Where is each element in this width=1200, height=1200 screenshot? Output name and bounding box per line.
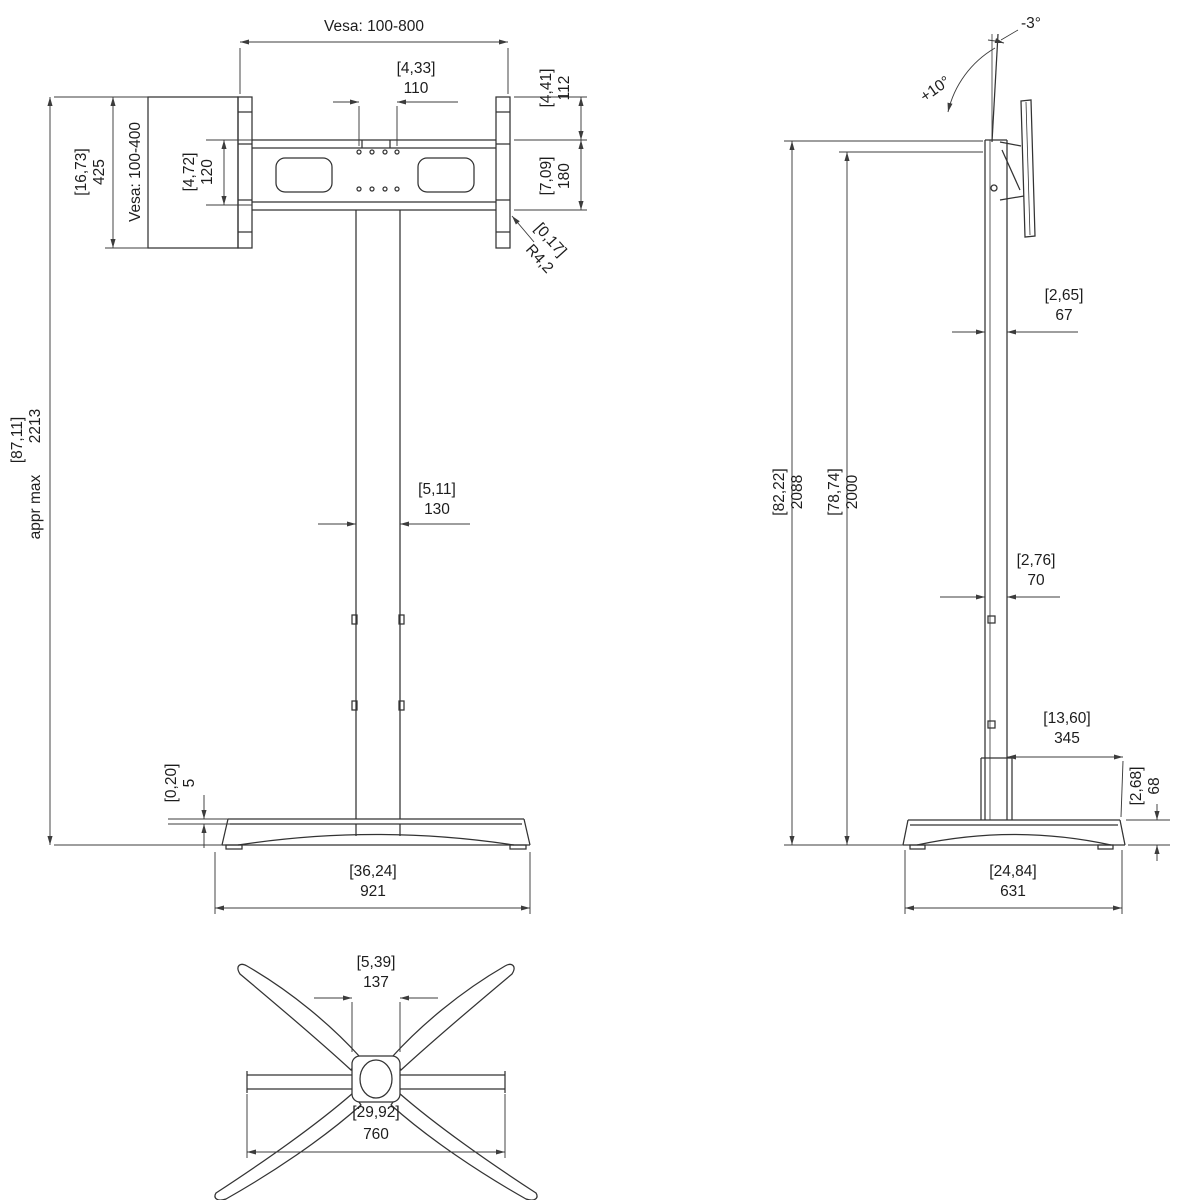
- dim-67-inch-label: [2,65]: [1045, 287, 1084, 304]
- dim-120-mm-label: 120: [199, 159, 216, 185]
- base-hub: [351, 1055, 401, 1103]
- front-column: [351, 210, 405, 819]
- dim-137-inch-label: [5,39]: [357, 954, 396, 971]
- dim-425-mm-label: 425: [91, 159, 108, 185]
- side-bracket: [990, 141, 1025, 201]
- front-view: Vesa: 100-800 [4,33] 110 [4,41] 112 [16,…: [9, 18, 587, 914]
- dim-760-mm-label: 760: [363, 1126, 389, 1143]
- dim-5-inch-label: [0,20]: [163, 764, 180, 803]
- side-labels: -3° +10° [2,65] 67 [82,22] 2088 [78,74] …: [771, 15, 1163, 900]
- dim-921-inch-label: [36,24]: [349, 863, 396, 880]
- dim-2088-inch-label: [82,22]: [771, 468, 788, 515]
- bottom-dimensions: [246, 995, 506, 1158]
- dim-180-mm-label: 180: [556, 163, 573, 189]
- side-dimensions: [784, 140, 1170, 914]
- dim-345-inch-label: [13,60]: [1043, 710, 1090, 727]
- dim-760-inch-label: [29,92]: [352, 1104, 399, 1121]
- dim-137-mm-label: 137: [363, 974, 389, 991]
- vesa-vertical-label: Vesa: 100-400: [127, 122, 144, 222]
- side-column: [980, 139, 1013, 820]
- angle-forward-label: +10°: [917, 73, 953, 106]
- dim-180-inch-label: [7,09]: [538, 157, 555, 196]
- dim-112-inch-label: [4,41]: [538, 69, 555, 108]
- dim-921-mm-label: 921: [360, 883, 386, 900]
- bottom-labels: [5,39] 137 [29,92] 760: [352, 954, 399, 1143]
- dim-total-note-label: appr max: [27, 474, 44, 539]
- angle-back-label: -3°: [1021, 15, 1041, 32]
- front-labels: Vesa: 100-800 [4,33] 110 [4,41] 112 [16,…: [9, 18, 573, 900]
- dim-110-inch-label: [4,33]: [397, 60, 436, 77]
- dim-631-inch-label: [24,84]: [989, 863, 1036, 880]
- dim-68-mm-label: 68: [1146, 777, 1163, 794]
- vesa-horizontal-label: Vesa: 100-800: [324, 18, 424, 35]
- front-dimensions: [47, 39, 587, 914]
- dim-2000-mm-label: 2000: [844, 474, 861, 509]
- dim-345-mm-label: 345: [1054, 730, 1080, 747]
- dim-67-mm-label: 67: [1055, 307, 1072, 324]
- dim-631-mm-label: 631: [1000, 883, 1026, 900]
- dim-130-mm-label: 130: [424, 501, 450, 518]
- dim-total-mm-label: 2213: [27, 409, 44, 443]
- side-base: [902, 819, 1126, 850]
- dim-120-inch-label: [4,72]: [181, 153, 198, 192]
- dim-2088-mm-label: 2088: [789, 475, 806, 509]
- dim-425-inch-label: [16,73]: [73, 148, 90, 195]
- front-base: [221, 818, 531, 850]
- dim-5-mm-label: 5: [181, 779, 198, 788]
- front-tv-bracket: [147, 96, 511, 249]
- dim-70-inch-label: [2,76]: [1017, 552, 1056, 569]
- dim-70-mm-label: 70: [1027, 572, 1045, 589]
- dim-112-mm-label: 112: [556, 76, 573, 101]
- dim-130-inch-label: [5,11]: [418, 481, 456, 498]
- bottom-view: [5,39] 137 [29,92] 760: [214, 954, 538, 1200]
- side-view: -3° +10° [2,65] 67 [82,22] 2088 [78,74] …: [771, 15, 1170, 914]
- dim-68-inch-label: [2,68]: [1128, 767, 1145, 806]
- side-tv-plate: [1020, 99, 1036, 238]
- dim-110-mm-label: 110: [404, 80, 429, 97]
- side-tilt-indicator: [947, 29, 1019, 143]
- dim-2000-inch-label: [78,74]: [826, 468, 843, 515]
- dim-total-inch-label: [87,11]: [9, 417, 26, 463]
